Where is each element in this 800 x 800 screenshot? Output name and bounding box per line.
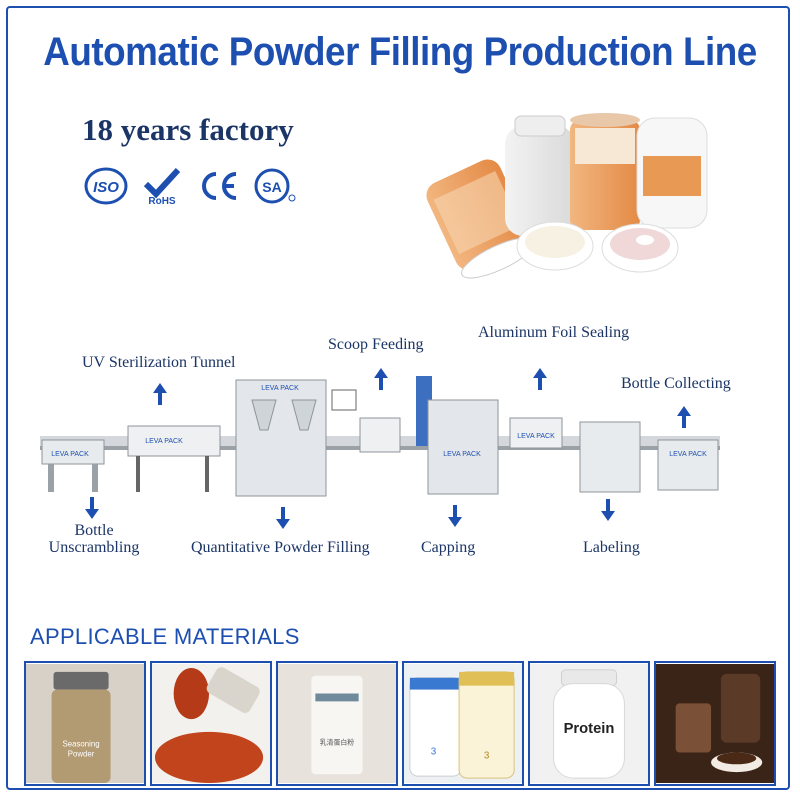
materials-gallery: Seasoning Powder 乳清蛋白粉 3 3: [24, 661, 776, 786]
protein-powder-bag-image: 乳清蛋白粉: [276, 661, 398, 786]
ce-logo-icon: [196, 165, 240, 207]
rohs-logo-icon: RoHS: [140, 165, 184, 207]
svg-text:LEVA PACK: LEVA PACK: [145, 438, 183, 445]
svg-text:LEVA PACK: LEVA PACK: [261, 385, 299, 392]
seasoning-powder-image: Seasoning Powder: [24, 661, 146, 786]
materials-heading: APPLICABLE MATERIALS: [30, 624, 300, 649]
step-label-capping: Capping: [421, 539, 476, 556]
down-arrow-icon: [448, 505, 462, 527]
svg-text:Powder: Powder: [68, 749, 95, 758]
step-label-bottle-collecting: Bottle Collecting: [621, 375, 731, 392]
svg-text:LEVA PACK: LEVA PACK: [669, 451, 707, 458]
iso-logo-icon: ISO: [84, 165, 128, 207]
svg-text:SA: SA: [262, 179, 281, 195]
certification-logos: ISO RoHS SA: [84, 165, 296, 207]
page-title: Automatic Powder Filling Production Line: [43, 30, 757, 74]
step-label-powder-filling: Quantitative Powder Filling: [191, 539, 370, 556]
step-label-bottle-unscrambling: Bottle Unscrambling: [48, 522, 140, 556]
svg-text:3: 3: [431, 746, 437, 757]
step-label-scoop-feeding: Scoop Feeding: [328, 336, 424, 353]
milk-powder-cans-image: 3 3: [402, 661, 524, 786]
down-arrow-icon: [601, 499, 615, 521]
down-arrow-icon: [276, 507, 290, 529]
down-arrow-icon: [85, 497, 99, 519]
svg-text:LEVA PACK: LEVA PACK: [51, 451, 89, 458]
svg-text:3: 3: [484, 750, 490, 761]
step-label-foil-sealing: Aluminum Foil Sealing: [478, 324, 630, 341]
seasoning-label: Seasoning: [62, 740, 99, 749]
factory-years-text: 18 years factory: [82, 112, 294, 147]
page-frame: [6, 6, 790, 790]
svg-text:Protein: Protein: [564, 721, 615, 737]
step-label-uv-sterilization: UV Sterilization Tunnel: [82, 354, 236, 371]
svg-text:LEVA PACK: LEVA PACK: [443, 451, 481, 458]
product-containers-image: [425, 108, 725, 288]
svg-text:乳清蛋白粉: 乳清蛋白粉: [320, 738, 355, 747]
svg-text:RoHS: RoHS: [148, 196, 176, 206]
svg-text:ISO: ISO: [93, 179, 119, 196]
svg-text:LEVA PACK: LEVA PACK: [517, 433, 555, 440]
step-label-labeling: Labeling: [583, 539, 640, 556]
protein-tub-image: Protein: [528, 661, 650, 786]
coffee-powder-image: [654, 661, 776, 786]
csa-logo-icon: SA: [252, 165, 296, 207]
chili-powder-image: [150, 661, 272, 786]
up-arrow-icon: [677, 406, 691, 428]
up-arrow-icon: [374, 368, 388, 390]
production-line-illustration: LEVA PACK LEVA PACK LEVA PACK LEVA PACK …: [40, 370, 720, 500]
up-arrow-icon: [153, 383, 167, 405]
up-arrow-icon: [533, 368, 547, 390]
